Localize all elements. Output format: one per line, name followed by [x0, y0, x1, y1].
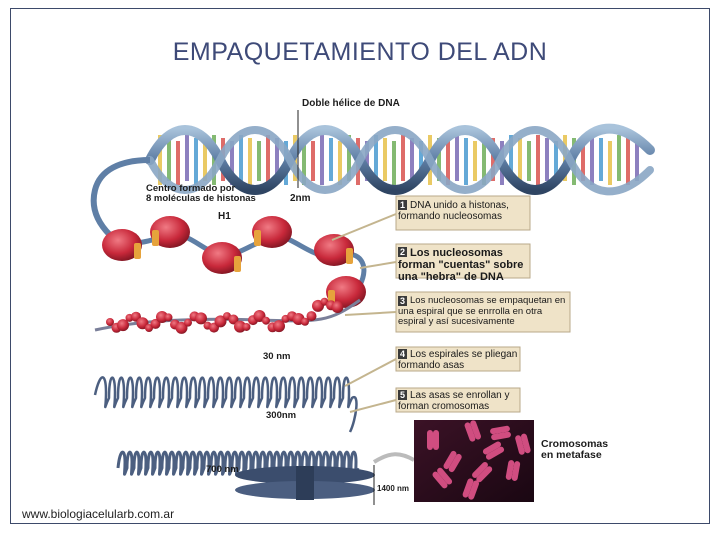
nucleosome	[150, 216, 190, 248]
core-label-line2: 8 moléculas de histonas	[146, 193, 256, 204]
photo-chromosome	[511, 461, 521, 481]
step-2-number: 2	[398, 247, 407, 257]
fiber-bead	[234, 320, 246, 333]
fiber-bead	[262, 316, 270, 325]
width-label-700nm: 700 nm	[206, 464, 239, 475]
histone-h1	[346, 248, 353, 264]
photo-arrow	[372, 452, 415, 464]
figure-frame	[10, 8, 710, 524]
fiber-bead	[175, 321, 188, 334]
step-3-text: Los nucleosomas se empaquetan en una esp…	[398, 295, 566, 327]
fiber-bead	[117, 319, 129, 332]
photo-chromosome	[468, 480, 480, 500]
photo-chromosome	[470, 420, 482, 440]
footer-url: www.biologiacelularb.com.ar	[22, 507, 175, 521]
chromatin-fiber-30nm	[94, 297, 361, 334]
callout-boxes	[331, 195, 571, 413]
photo-chromosome	[482, 441, 502, 455]
photo-chromosome	[505, 460, 515, 480]
photo-chromosome	[464, 422, 476, 442]
width-label-30nm: 30 nm	[263, 351, 290, 362]
histone-h1	[152, 230, 159, 246]
chromatin-coil-700nm	[116, 450, 360, 476]
fiber-bead	[306, 311, 317, 322]
nucleosome	[202, 242, 242, 274]
fiber-bead	[242, 322, 251, 331]
width-label-1400nm: 1400 nm	[377, 484, 409, 493]
fiber-bead	[195, 312, 207, 325]
photo-chromosome	[472, 462, 488, 478]
fiber-bead	[106, 318, 114, 326]
nucleosome-string	[102, 216, 367, 308]
histone-h1	[254, 230, 261, 246]
metaphase-chromosome	[235, 466, 375, 500]
step-5-number: 5	[398, 390, 407, 400]
nucleosome	[314, 234, 354, 266]
page-title: EMPAQUETAMIENTO DEL ADN	[172, 38, 548, 66]
photo-chromosome	[520, 433, 531, 454]
fiber-bead	[273, 320, 285, 333]
helix-label: Doble hélice de DNA	[302, 98, 400, 109]
photo-chromosome	[437, 467, 453, 485]
chromatin-coil-300nm	[93, 376, 358, 433]
histone-h1	[234, 256, 241, 272]
step-3-number: 3	[398, 296, 407, 306]
fiber-bead	[228, 314, 239, 325]
photo-chromosome	[476, 466, 493, 483]
core-label-line1: Centro formado por	[146, 183, 235, 194]
photo-chromosome	[515, 435, 525, 455]
fiber-bead	[331, 300, 344, 313]
fiber-bead	[184, 318, 192, 327]
photo-chromosome	[433, 430, 439, 450]
nucleosome	[326, 276, 366, 308]
step-1-number: 1	[398, 200, 407, 210]
h1-label: H1	[218, 211, 231, 222]
photo-chromosome	[462, 478, 474, 498]
step-4-number: 4	[398, 349, 407, 359]
photo-chromosome	[443, 450, 457, 470]
width-label-300nm: 300nm	[266, 410, 296, 421]
step-2-text: Los nucleosomas forman "cuentas" sobre u…	[398, 247, 524, 283]
nucleosome	[102, 229, 142, 261]
step-4-text: Los espirales se pliegan formando asas	[398, 349, 518, 371]
step-5-text: Las asas se enrollan y forman cromosomas	[398, 390, 510, 412]
photo-chromosome	[491, 431, 511, 441]
fiber-bead	[301, 317, 309, 326]
photo-chromosome	[485, 446, 505, 460]
nucleosome	[252, 216, 292, 248]
step-1-text: DNA unido a histonas, formando nucleosom…	[398, 200, 509, 222]
fiber-bead	[164, 313, 173, 322]
fiber-bead	[214, 315, 227, 328]
photo-chromosome	[427, 430, 433, 450]
photo-caption: Cromosomas en metafase	[541, 438, 609, 461]
dna-double-helix	[90, 123, 655, 238]
metaphase-photo	[414, 420, 534, 502]
fiber-bead	[156, 311, 168, 324]
width-label-2nm: 2nm	[290, 193, 311, 204]
photo-chromosome	[432, 471, 448, 489]
histone-h1	[134, 243, 141, 259]
photo-chromosome	[490, 425, 510, 435]
photo-chromosome	[448, 453, 462, 473]
